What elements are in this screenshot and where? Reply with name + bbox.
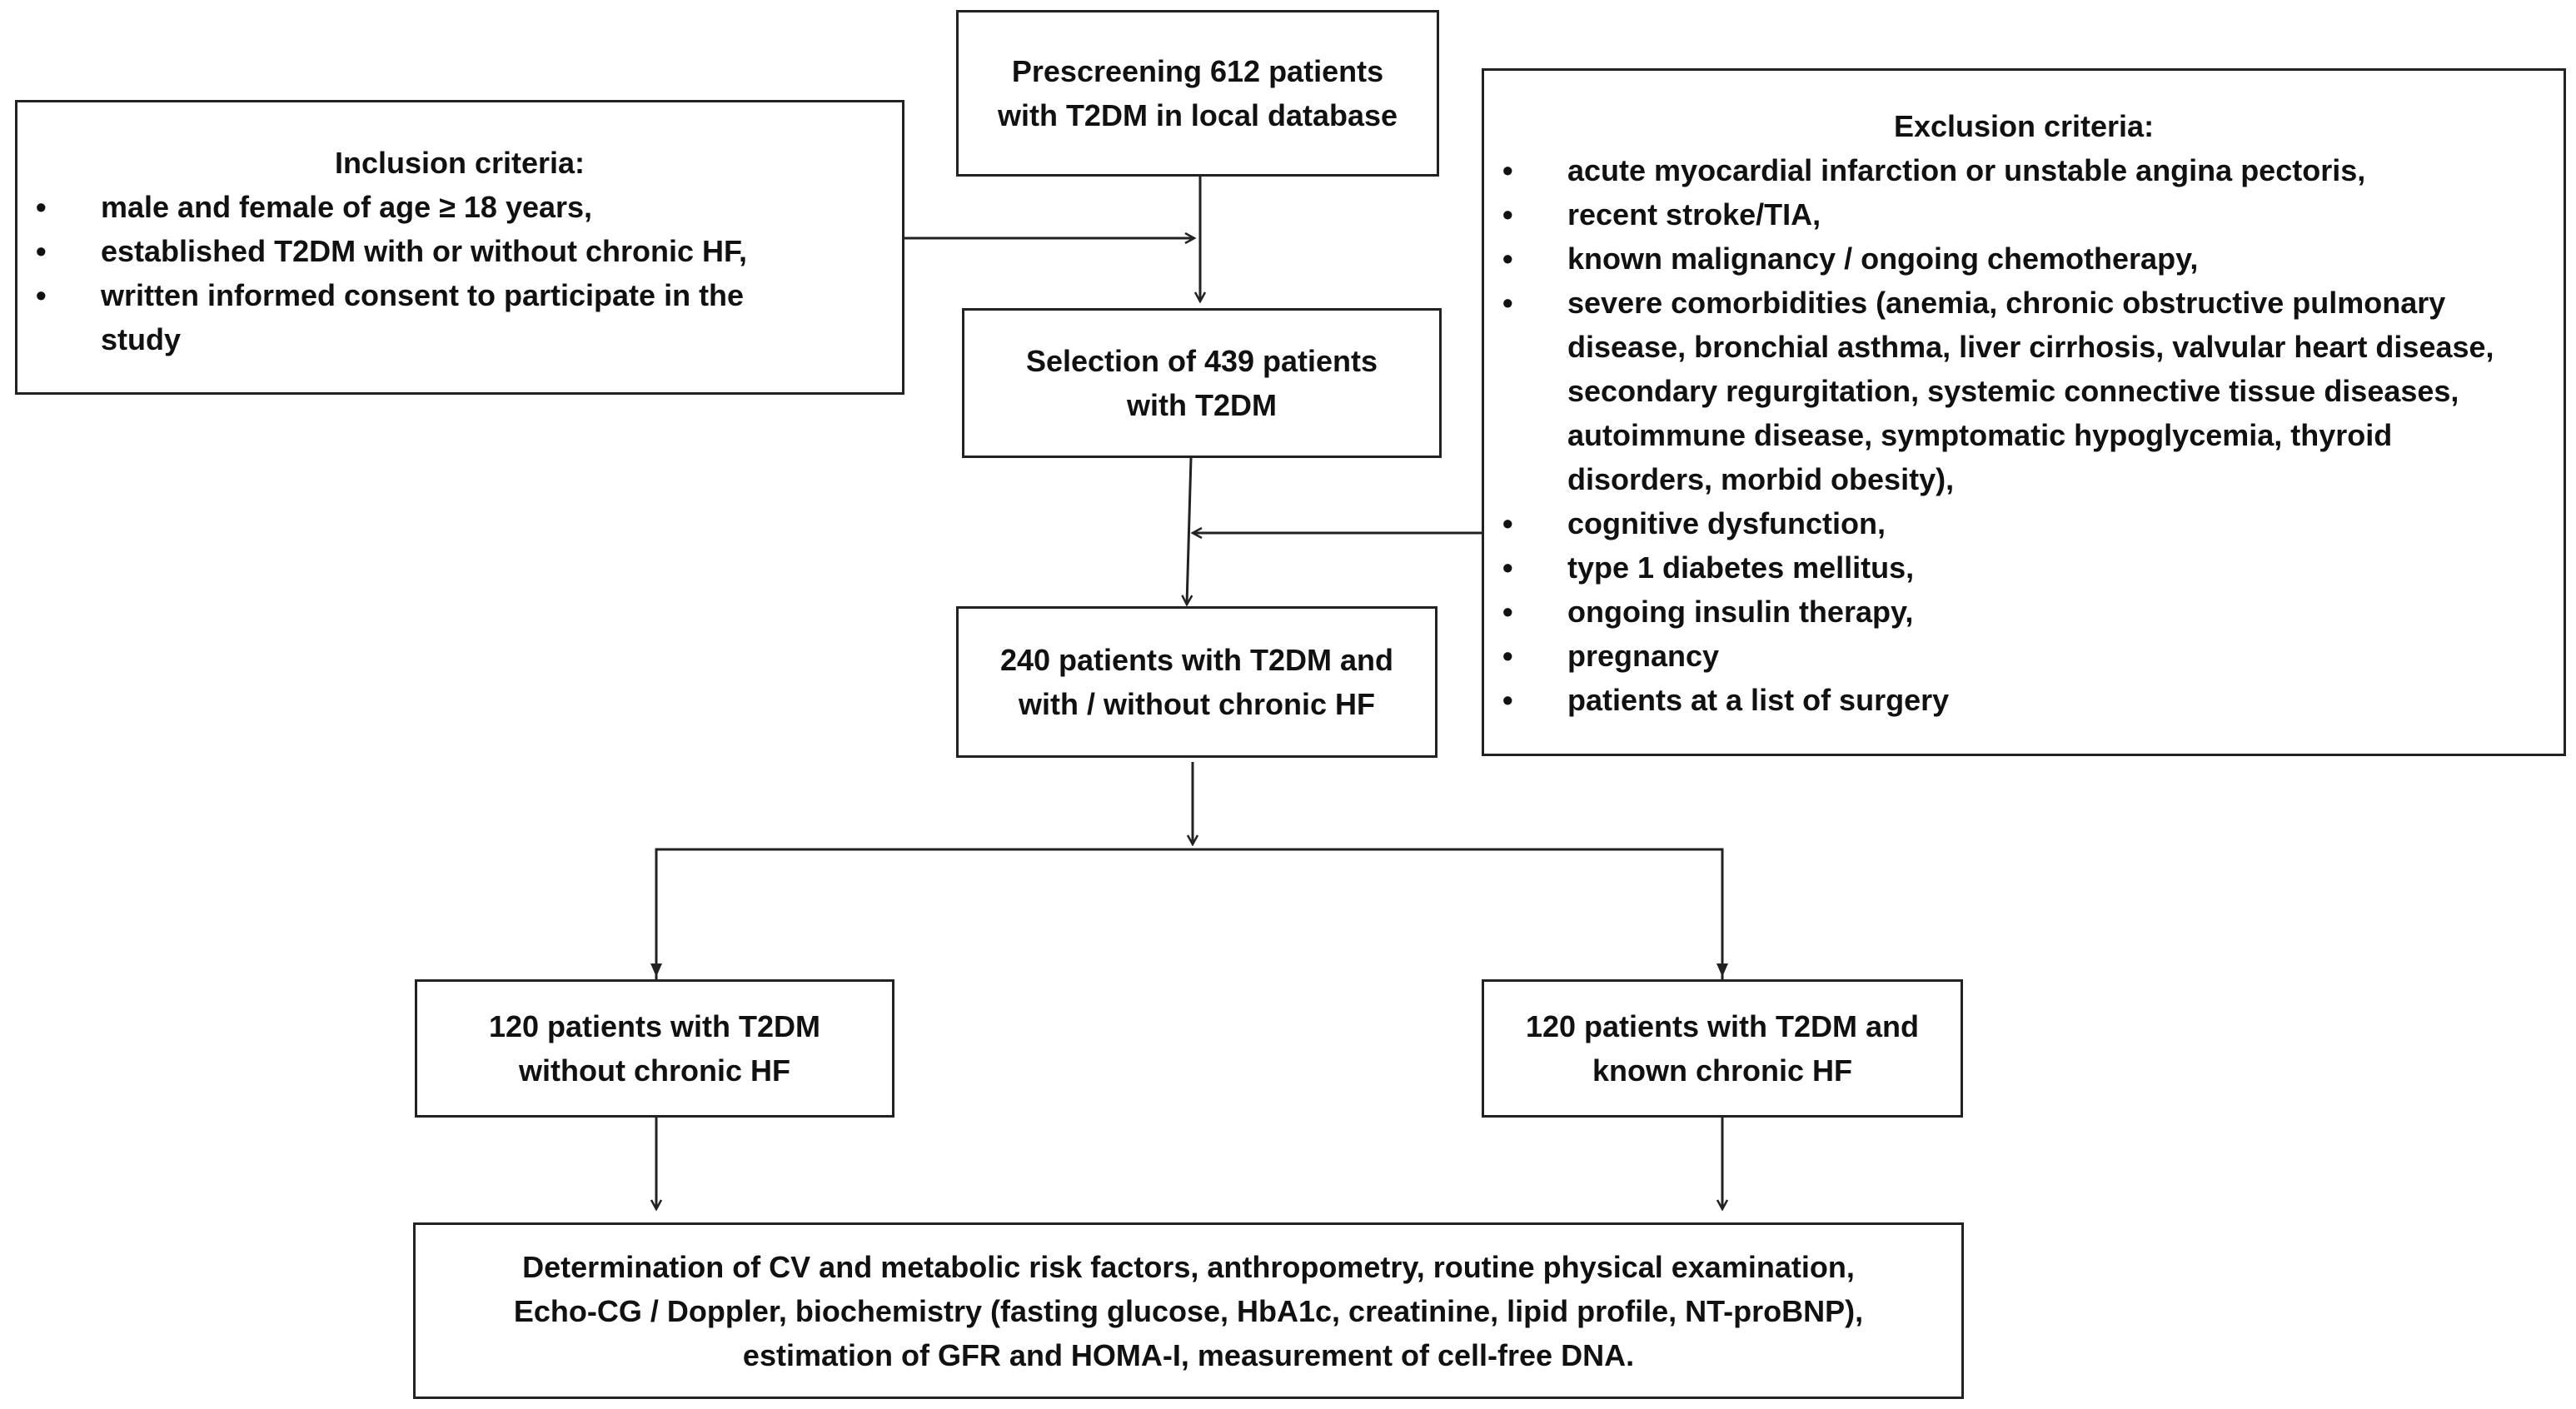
exclusion-item: recent stroke/TIA, bbox=[1484, 192, 2564, 236]
inclusion-item: male and female of age ≥ 18 years, bbox=[17, 185, 902, 229]
assessment-line-2: Echo-CG / Doppler, biochemistry (fasting… bbox=[513, 1293, 1864, 1328]
split-connector bbox=[655, 848, 1724, 979]
group-without-hf-line-2: without chronic HF bbox=[519, 1053, 790, 1088]
selection-line-2: with T2DM bbox=[1127, 388, 1277, 422]
group-with-hf-line-1: 120 patients with T2DM and bbox=[1525, 1009, 1920, 1043]
assessment-box: Determination of CV and metabolic risk f… bbox=[413, 1222, 1964, 1399]
exclusion-item-continued: disease, bronchial asthma, liver cirrhos… bbox=[1567, 330, 2494, 364]
exclusion-item-continued: autoimmune disease, symptomatic hypoglyc… bbox=[1567, 418, 2393, 452]
inclusion-criteria-box: Inclusion criteria: male and female of a… bbox=[15, 100, 904, 395]
prescreening-line-1: Prescreening 612 patients bbox=[1011, 54, 1384, 88]
group-with-hf-box: 120 patients with T2DM and known chronic… bbox=[1482, 979, 1963, 1118]
group-without-hf-box: 120 patients with T2DM without chronic H… bbox=[415, 979, 894, 1118]
inclusion-item-continued: study bbox=[101, 322, 182, 356]
group-with-hf-line-2: known chronic HF bbox=[1592, 1053, 1852, 1088]
exclusion-item: known malignancy / ongoing chemotherapy, bbox=[1484, 236, 2564, 281]
enrolled-line-2: with / without chronic HF bbox=[1019, 687, 1375, 721]
exclusion-item: severe comorbidities (anemia, chronic ob… bbox=[1484, 281, 2564, 325]
group-without-hf-line-1: 120 patients with T2DM bbox=[488, 1009, 821, 1043]
exclusion-criteria-list: acute myocardial infarction or unstable … bbox=[1484, 148, 2564, 722]
exclusion-item: pregnancy bbox=[1484, 634, 2564, 678]
enrolled-box: 240 patients with T2DM and with / withou… bbox=[956, 606, 1437, 758]
exclusion-criteria-title: Exclusion criteria: bbox=[1893, 109, 2155, 143]
assessment-line-1: Determination of CV and metabolic risk f… bbox=[522, 1249, 1855, 1284]
prescreening-box: Prescreening 612 patients with T2DM in l… bbox=[956, 10, 1439, 177]
selection-line-1: Selection of 439 patients bbox=[1025, 344, 1378, 378]
assessment-line-3: estimation of GFR and HOMA-I, measuremen… bbox=[742, 1337, 1635, 1372]
selection-box: Selection of 439 patients with T2DM bbox=[962, 308, 1442, 458]
exclusion-item: acute myocardial infarction or unstable … bbox=[1484, 148, 2564, 192]
enrolled-line-1: 240 patients with T2DM and bbox=[999, 643, 1394, 677]
exclusion-item-continued: secondary regurgitation, systemic connec… bbox=[1567, 374, 2459, 408]
exclusion-item: type 1 diabetes mellitus, bbox=[1484, 545, 2564, 590]
exclusion-item: ongoing insulin therapy, bbox=[1484, 590, 2564, 634]
exclusion-item-continued: disorders, morbid obesity), bbox=[1567, 462, 1955, 496]
exclusion-item: cognitive dysfunction, bbox=[1484, 501, 2564, 545]
inclusion-item: written informed consent to participate … bbox=[17, 273, 902, 317]
inclusion-criteria-list: male and female of age ≥ 18 years, estab… bbox=[17, 185, 902, 361]
arrow-selection-to-enrolled bbox=[1187, 457, 1191, 605]
prescreening-line-2: with T2DM in local database bbox=[997, 98, 1398, 132]
exclusion-criteria-box: Exclusion criteria: acute myocardial inf… bbox=[1482, 68, 2566, 756]
exclusion-item: patients at a list of surgery bbox=[1484, 678, 2564, 722]
inclusion-criteria-title: Inclusion criteria: bbox=[334, 146, 585, 180]
inclusion-item: established T2DM with or without chronic… bbox=[17, 229, 902, 273]
